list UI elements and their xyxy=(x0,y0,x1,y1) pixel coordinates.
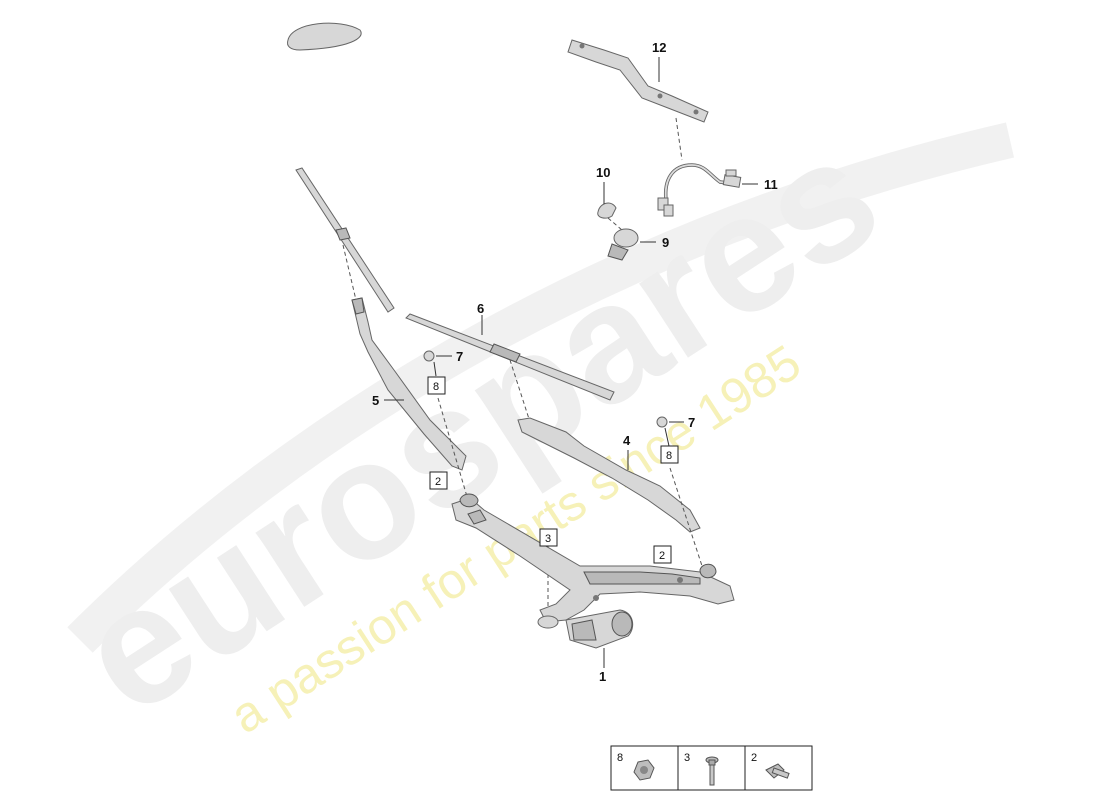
callout-7b: 7 xyxy=(688,415,695,430)
cap-nut-7b xyxy=(656,416,668,428)
sensor-cover-part-10 xyxy=(597,202,617,219)
wiper-linkage-part-1 xyxy=(451,493,735,649)
wiper-blade-left xyxy=(295,167,395,313)
cap-nut-7a xyxy=(423,350,435,362)
callout-7a: 7 xyxy=(456,349,463,364)
svg-text:8: 8 xyxy=(433,381,439,393)
bracket-part-12 xyxy=(567,39,709,123)
callout-4: 4 xyxy=(623,433,631,448)
callout-6: 6 xyxy=(477,301,484,316)
callout-box-2a: 2 xyxy=(429,471,448,490)
wiper-blade-part-6 xyxy=(405,313,615,401)
bolt-icon xyxy=(705,756,719,786)
callout-12: 12 xyxy=(652,40,666,55)
wiper-arm-part-4 xyxy=(517,417,701,533)
fastener-legend: 8 3 2 xyxy=(610,745,813,791)
watermark-brand: eurospares xyxy=(47,99,909,750)
sensor-part-9 xyxy=(607,228,639,261)
svg-text:2: 2 xyxy=(435,476,441,488)
legend-label-8: 8 xyxy=(617,752,623,764)
legend-label-3: 3 xyxy=(684,752,690,764)
svg-text:8: 8 xyxy=(666,450,672,462)
callout-box-2b: 2 xyxy=(653,545,672,564)
legend-label-2: 2 xyxy=(751,752,757,764)
callout-box-8b: 8 xyxy=(660,445,679,464)
callout-10: 10 xyxy=(596,165,610,180)
cover-cap xyxy=(287,22,362,51)
svg-text:3: 3 xyxy=(545,533,551,545)
nut-icon xyxy=(633,759,655,781)
callout-box-3: 3 xyxy=(539,528,558,547)
screw-icon xyxy=(765,763,790,779)
callout-5: 5 xyxy=(372,393,379,408)
callout-box-8a: 8 xyxy=(427,376,446,395)
wiring-harness-part-11 xyxy=(657,163,742,217)
svg-text:2: 2 xyxy=(659,550,665,562)
callout-1: 1 xyxy=(599,669,606,684)
callout-11: 11 xyxy=(764,177,778,192)
callout-9: 9 xyxy=(662,235,669,250)
leader-lines xyxy=(384,57,758,668)
